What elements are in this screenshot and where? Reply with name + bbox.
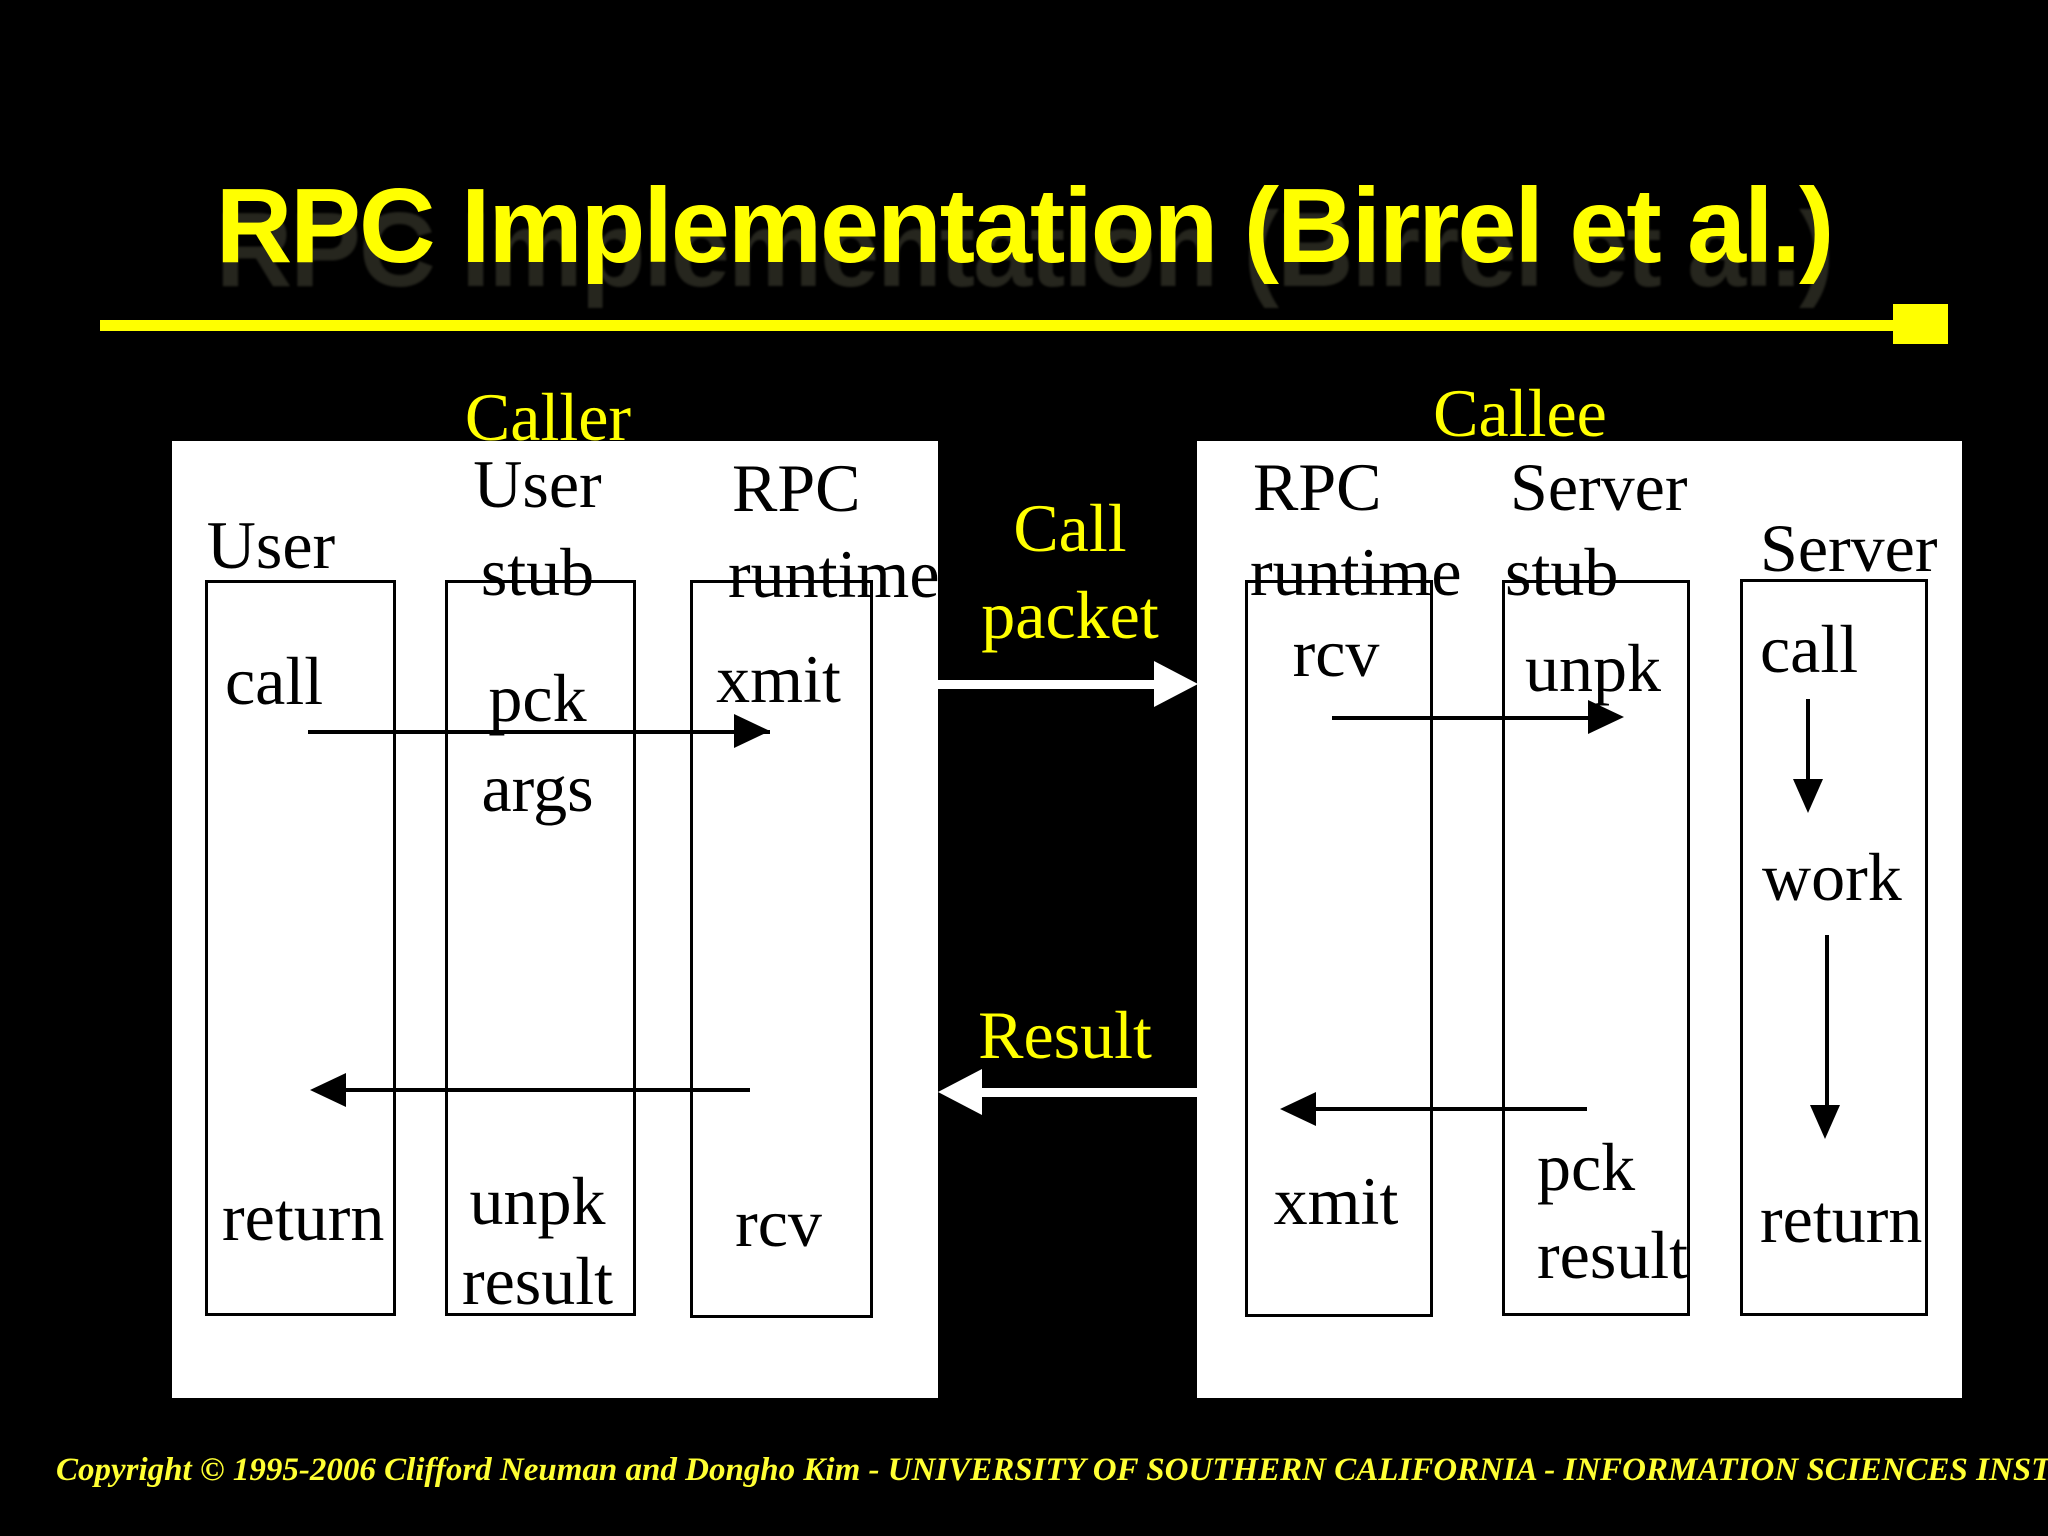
callee-col2-header-line1: Server xyxy=(1510,449,1688,525)
callee-pck-text: pck xyxy=(1537,1129,1636,1205)
callee-work-return-arrow-line xyxy=(1825,935,1829,1107)
result-arrow-head xyxy=(938,1069,982,1115)
caller-rcv-text: rcv xyxy=(735,1185,822,1261)
callee-rcv-unpk-arrow-head xyxy=(1588,700,1624,734)
callee-work-return-arrow-head xyxy=(1810,1105,1840,1139)
result-arrow-line xyxy=(980,1088,1197,1097)
call-packet-label-line2: packet xyxy=(981,577,1159,653)
callee-call-text: call xyxy=(1760,611,1859,687)
caller-xmit-text: xmit xyxy=(716,641,841,717)
call-packet-arrow-head xyxy=(1154,661,1198,707)
caller-return-arrow-line xyxy=(344,1088,750,1092)
call-packet-arrow-line xyxy=(938,680,1170,689)
callee-return-text: return xyxy=(1760,1181,1923,1257)
caller-col3-header-line1: RPC xyxy=(732,450,861,526)
callee-unpk-text: unpk xyxy=(1525,630,1661,706)
callee-label: Callee xyxy=(1433,375,1607,451)
caller-col2-header-line1: User xyxy=(473,446,602,522)
result-label: Result xyxy=(978,997,1152,1073)
caller-result-text: result xyxy=(461,1243,614,1319)
callee-server-stub-column xyxy=(1502,580,1690,1316)
caller-call-arrow-line xyxy=(308,730,770,734)
caller-args-text: args xyxy=(481,750,594,826)
callee-server-column xyxy=(1740,579,1928,1316)
caller-panel: User User stub RPC runtime call pck args… xyxy=(172,441,940,1398)
callee-result-xmit-arrow-head xyxy=(1280,1092,1316,1126)
caller-call-text: call xyxy=(225,643,324,719)
call-packet-label-line1: Call xyxy=(1013,490,1127,566)
callee-col1-header-line2: runtime xyxy=(1250,534,1462,610)
slide-title: RPC Implementation (Birrel et al.) xyxy=(215,167,1835,285)
callee-call-work-arrow-line xyxy=(1806,699,1810,781)
caller-call-arrow-head xyxy=(734,714,770,748)
copyright-line: Copyright © 1995-2006 Clifford Neuman an… xyxy=(56,1452,2048,1488)
caller-unpk-text: unpk xyxy=(469,1163,606,1239)
callee-rcv-unpk-arrow-line xyxy=(1332,716,1588,720)
caller-return-arrow-head xyxy=(310,1073,346,1107)
callee-call-work-arrow-head xyxy=(1793,779,1823,813)
caller-col3-header-line2: runtime xyxy=(728,536,940,612)
caller-label: Caller xyxy=(464,379,632,455)
caller-return-text: return xyxy=(222,1179,385,1255)
callee-panel: RPC runtime Server stub Server rcv unpk … xyxy=(1197,441,1962,1398)
caller-rpc-runtime-column xyxy=(690,580,873,1318)
caller-pck-text: pck xyxy=(488,660,587,736)
callee-col1-header-line1: RPC xyxy=(1253,449,1382,525)
caller-col1-header: User xyxy=(206,507,336,583)
callee-rpc-runtime-column xyxy=(1245,580,1433,1317)
caller-col2-header-line2: stub xyxy=(480,534,595,610)
title-underline-end-square xyxy=(1893,304,1948,344)
title-underline xyxy=(100,320,1895,331)
callee-xmit-text: xmit xyxy=(1273,1163,1399,1239)
callee-col2-header-line2: stub xyxy=(1505,534,1619,610)
caller-user-column xyxy=(205,580,396,1316)
callee-col3-header: Server xyxy=(1760,510,1938,586)
caller-user-stub-column xyxy=(445,580,636,1316)
callee-result-xmit-arrow-line xyxy=(1314,1107,1587,1111)
callee-work-text: work xyxy=(1762,839,1902,915)
callee-rcv-text: rcv xyxy=(1292,615,1380,691)
callee-result-text: result xyxy=(1537,1217,1689,1293)
